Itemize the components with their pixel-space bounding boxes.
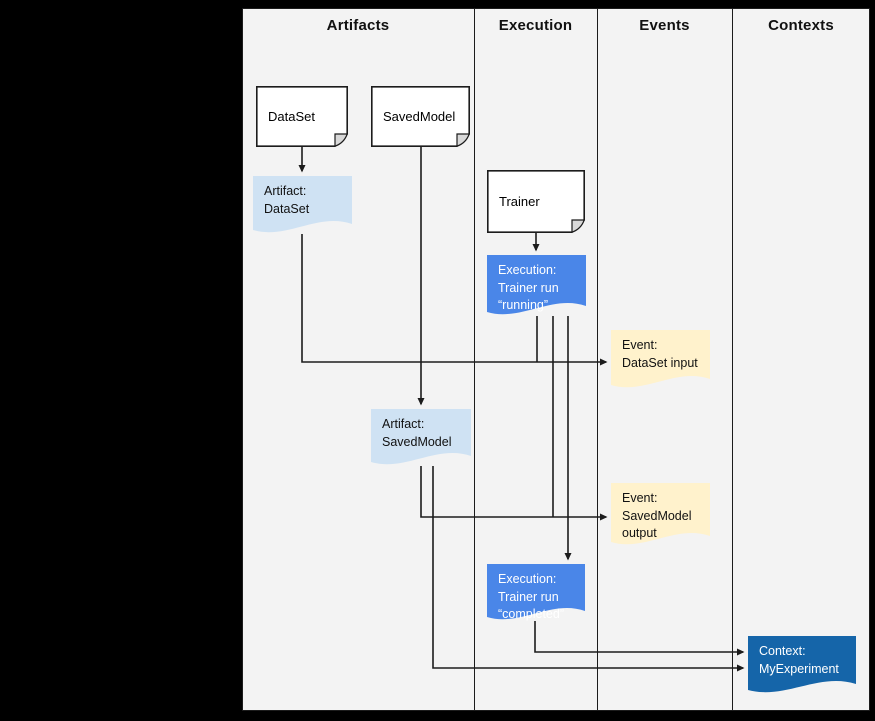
node-trainer: Trainer xyxy=(487,170,586,239)
column-divider xyxy=(597,8,598,711)
node-event-dataset-input: Event: DataSet input xyxy=(611,330,710,397)
node-label: Event: DataSet input xyxy=(622,338,698,370)
document-shape xyxy=(611,483,710,545)
document-shape xyxy=(253,176,352,233)
document-shape xyxy=(371,409,471,465)
node-label: SavedModel xyxy=(383,108,456,124)
node-label: Event: SavedModel output xyxy=(622,491,692,540)
node-event-savedmodel-output: Event: SavedModel output xyxy=(611,483,710,554)
node-label: Artifact: SavedModel xyxy=(382,417,452,449)
document-shape xyxy=(487,255,586,315)
node-label: DataSet xyxy=(268,108,315,124)
node-label: Execution: Trainer run “completed” xyxy=(498,572,564,621)
column-divider xyxy=(474,8,475,711)
node-label: Context: MyExperiment xyxy=(759,644,839,676)
note-shape xyxy=(371,86,471,148)
document-shape xyxy=(748,636,856,693)
column-header-artifacts: Artifacts xyxy=(326,17,390,34)
node-label: Trainer xyxy=(499,193,540,209)
node-savedmodel: SavedModel xyxy=(371,86,471,153)
node-dataset: DataSet xyxy=(256,86,349,153)
node-label: Artifact: DataSet xyxy=(264,184,310,216)
column-header-execution: Execution xyxy=(498,17,573,34)
note-shape xyxy=(487,170,586,234)
document-shape xyxy=(611,330,710,388)
node-artifact-savedmodel: Artifact: SavedModel xyxy=(371,409,471,474)
document-shape xyxy=(487,564,585,620)
node-execution-running: Execution: Trainer run “running” xyxy=(487,255,586,324)
node-execution-completed: Execution: Trainer run “completed” xyxy=(487,564,585,629)
column-divider xyxy=(732,8,733,711)
note-shape xyxy=(256,86,349,148)
node-artifact-dataset: Artifact: DataSet xyxy=(253,176,352,242)
column-header-events: Events xyxy=(639,17,690,34)
column-header-contexts: Contexts xyxy=(768,17,834,34)
node-label: Execution: Trainer run “running” xyxy=(498,263,559,312)
node-context-myexperiment: Context: MyExperiment xyxy=(748,636,856,702)
